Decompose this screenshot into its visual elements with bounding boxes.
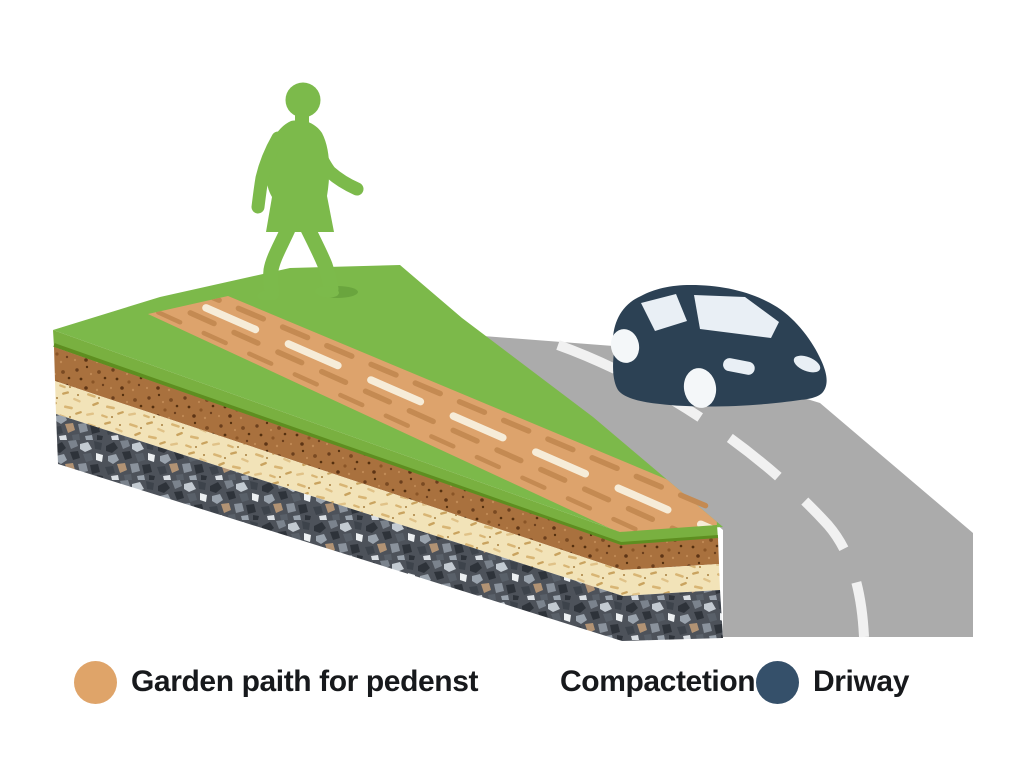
- pedestrian-front-leg: [299, 219, 339, 297]
- legend-item-driveway: Driway: [756, 656, 909, 708]
- road-surface: [483, 336, 973, 637]
- legend-label-driveway: Driway: [813, 665, 909, 698]
- gravel-layer: [56, 414, 723, 641]
- path-markings: [148, 296, 717, 533]
- car-windshield: [694, 295, 779, 338]
- pedestrian-back-leg: [263, 219, 297, 301]
- topsoil-layer: [54, 347, 719, 570]
- car-headlight: [793, 355, 821, 373]
- sand-layer: [55, 381, 720, 596]
- cross-section-layers: [53, 330, 723, 641]
- pedestrian-right-arm: [305, 133, 364, 196]
- garden-path-swatch: [74, 660, 117, 704]
- pedestrian-back-foot: [257, 289, 279, 301]
- garden-path-block: [53, 265, 723, 641]
- car-front-wheel: [683, 368, 717, 408]
- car-rear-wheel: [610, 329, 640, 363]
- driveway-road: [483, 336, 973, 638]
- legend: Garden paith for pedenst Compactetion Dr…: [0, 656, 1024, 708]
- pedestrian-front-foot: [315, 286, 339, 298]
- road-center-line: [556, 340, 869, 638]
- legend-item-garden-path: Garden paith for pedenst: [74, 656, 479, 708]
- pedestrian-icon: [251, 82, 364, 301]
- car-icon: [610, 285, 827, 408]
- pedestrian-head: [285, 82, 321, 118]
- pedestrian-left-arm: [251, 131, 285, 214]
- grass-edge-shadow-line: [53, 343, 719, 547]
- legend-label-compaction: Compactetion: [560, 665, 756, 698]
- legend-item-compaction: Compactetion: [560, 656, 756, 708]
- car-door-handle: [723, 358, 755, 375]
- car-rear-window: [641, 294, 687, 331]
- driveway-swatch: [756, 660, 799, 704]
- legend-label-garden-path: Garden paith for pedenst: [131, 665, 479, 698]
